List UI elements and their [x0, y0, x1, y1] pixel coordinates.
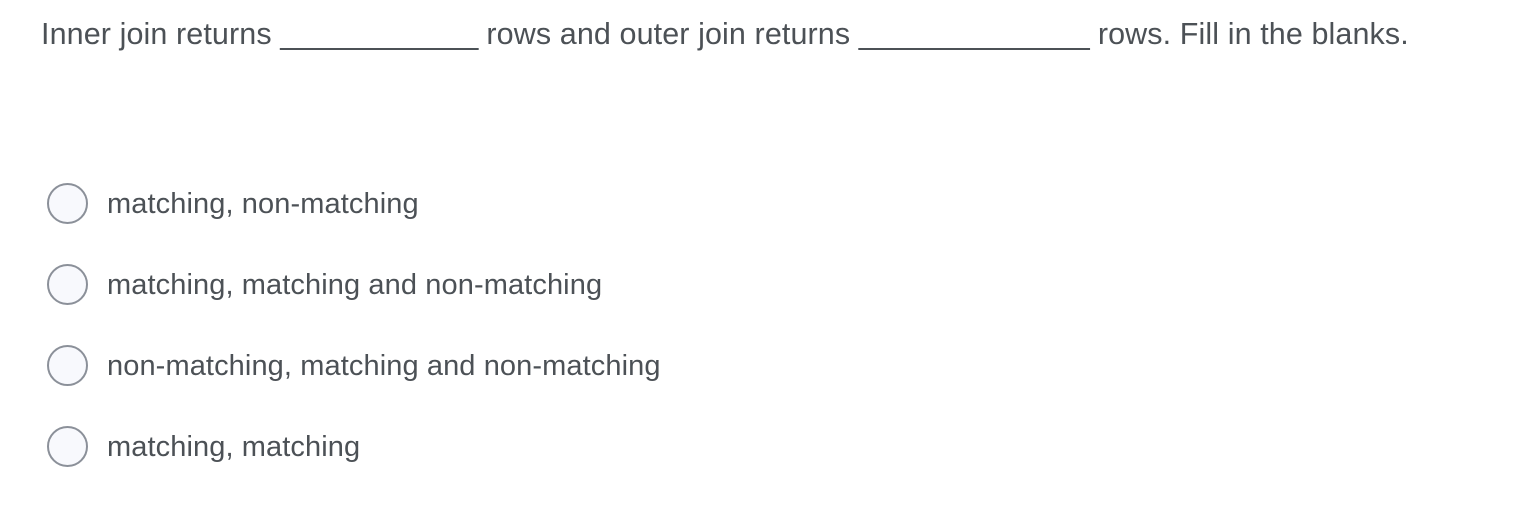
answer-option-label: matching, matching [107, 430, 361, 463]
question-text-part-3: rows. Fill in the blanks. [1089, 17, 1409, 51]
answer-option-label: non-matching, matching and non-matching [107, 349, 661, 382]
radio-button-icon[interactable] [47, 426, 88, 467]
answer-option-2[interactable]: matching, matching and non-matching [41, 244, 1441, 325]
answer-blank-2: ______________ [858, 17, 1090, 51]
radio-button-icon[interactable] [47, 345, 88, 386]
question-text-part-2: rows and outer join returns [477, 17, 859, 51]
answer-option-3[interactable]: non-matching, matching and non-matching [41, 325, 1441, 406]
radio-button-icon[interactable] [47, 183, 88, 224]
answer-blank-1: ____________ [280, 17, 478, 51]
answer-option-4[interactable]: matching, matching [41, 406, 1441, 487]
question-stem: Inner join returns ____________ rows and… [41, 8, 1486, 61]
question-text-part-1: Inner join returns [41, 17, 281, 51]
answer-options-list: matching, non-matching matching, matchin… [41, 163, 1441, 487]
answer-option-label: matching, matching and non-matching [107, 268, 603, 301]
radio-button-icon[interactable] [47, 264, 88, 305]
answer-option-1[interactable]: matching, non-matching [41, 163, 1441, 244]
answer-option-label: matching, non-matching [107, 187, 419, 220]
